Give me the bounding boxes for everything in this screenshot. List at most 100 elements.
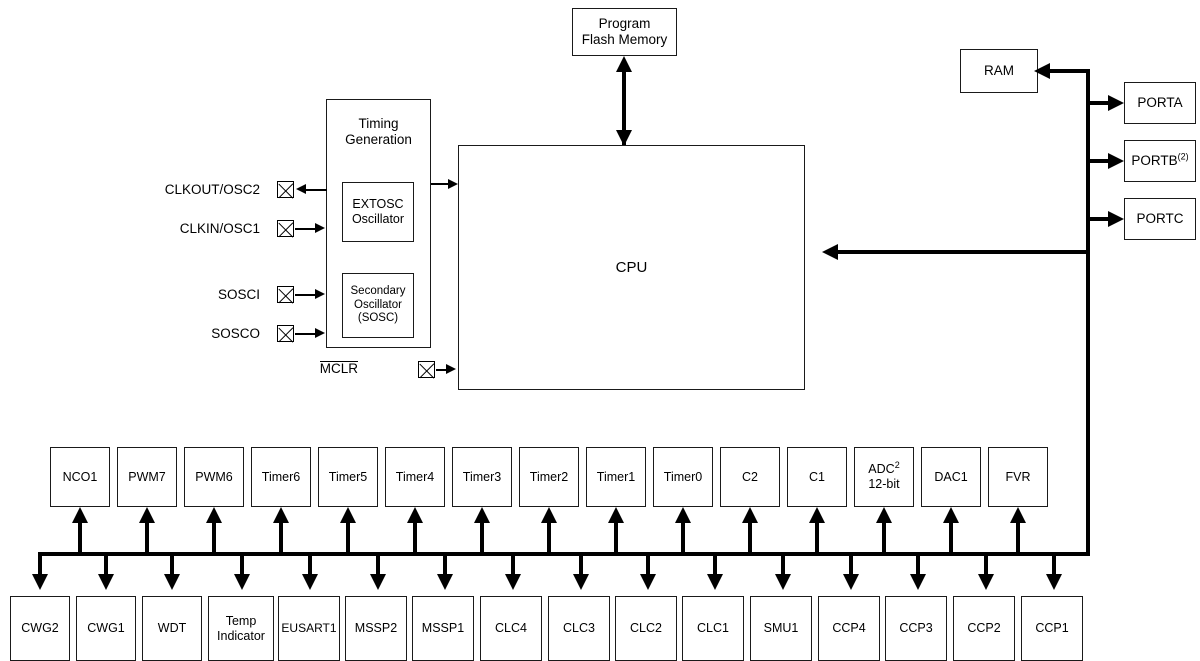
block-peripheral-clc4: CLC4	[480, 596, 542, 661]
peripheral-top-label: C2	[742, 469, 758, 484]
peripheral-top-label: Timer5	[328, 469, 368, 484]
block-peripheral-timer0: Timer0	[653, 447, 713, 507]
peripheral-top-label: Timer3	[462, 469, 502, 484]
peripheral-stem-bottom-11	[781, 552, 785, 576]
peripheral-stem-bottom-2	[170, 552, 174, 576]
peripheral-bottom-label: MSSP1	[421, 621, 465, 636]
peripheral-arrow-down-icon-7	[505, 574, 521, 590]
peripheral-arrow-down-icon-11	[775, 574, 791, 590]
block-peripheral-eusart1: EUSART1	[278, 596, 340, 661]
peripheral-top-label: Timer2	[529, 469, 569, 484]
sosc-label-line1: Secondary	[350, 285, 406, 298]
peripheral-arrow-down-icon-1	[98, 574, 114, 590]
block-cpu: CPU	[458, 145, 805, 390]
peripheral-stem-bottom-8	[579, 552, 583, 576]
peripheral-arrow-down-icon-9	[640, 574, 656, 590]
flash-cpu-bus	[622, 66, 626, 146]
bus-cpu-horizontal	[838, 250, 1088, 254]
peripheral-arrow-up-icon-14	[1010, 507, 1026, 523]
peripheral-arrow-up-icon-6	[474, 507, 490, 523]
block-peripheral-mssp2: MSSP2	[345, 596, 407, 661]
peripheral-stem-bottom-10	[713, 552, 717, 576]
portb-arrow-icon	[1108, 153, 1124, 169]
pin-pad-clkin-osc1	[277, 220, 294, 237]
peripheral-bottom-label: CCP4	[832, 621, 866, 636]
peripheral-top-label: DAC1	[934, 469, 968, 484]
peripheral-arrow-down-icon-4	[302, 574, 318, 590]
peripheral-stem-top-7	[547, 523, 551, 553]
sosco-arrow-icon	[315, 328, 325, 338]
sosc-label-line2: Oscillator	[354, 298, 402, 311]
peripheral-bottom-label: CLC2	[630, 621, 662, 636]
peripheral-bottom-label: CLC4	[495, 621, 527, 636]
peripheral-top-label: Timer1	[596, 469, 636, 484]
peripheral-stem-top-3	[279, 523, 283, 553]
block-peripheral-timer5: Timer5	[318, 447, 378, 507]
pin-pad-sosco	[277, 325, 294, 342]
mclr-line	[436, 369, 450, 371]
sosci-line	[295, 294, 317, 296]
clkin-line	[295, 228, 317, 230]
peripheral-arrow-up-icon-3	[273, 507, 289, 523]
peripheral-stem-top-6	[480, 523, 484, 553]
clkout-arrow-icon	[296, 184, 306, 194]
peripheral-top-label: Timer6	[261, 469, 301, 484]
peripheral-stem-top-2	[212, 523, 216, 553]
pin-label-clkout-osc2: CLKOUT/OSC2	[164, 182, 260, 197]
pin-label-mclr: MCLR	[290, 361, 358, 376]
peripheral-bottom-label: CCP2	[967, 621, 1001, 636]
pin-label-clkin-osc1: CLKIN/OSC1	[179, 221, 260, 236]
block-peripheral-clc2: CLC2	[615, 596, 677, 661]
block-extosc-oscillator: EXTOSC Oscillator	[342, 182, 414, 242]
peripheral-arrow-down-icon-3	[234, 574, 250, 590]
peripheral-bottom-label: CWG1	[87, 621, 125, 636]
peripheral-top-label: PWM6	[195, 469, 233, 484]
peripheral-stem-top-5	[413, 523, 417, 553]
peripheral-arrow-up-icon-12	[876, 507, 892, 523]
peripheral-stem-bottom-14	[984, 552, 988, 576]
peripheral-top-label: NCO1	[62, 469, 98, 484]
peripheral-arrow-down-icon-0	[32, 574, 48, 590]
pin-pad-sosci	[277, 286, 294, 303]
peripheral-arrow-up-icon-2	[206, 507, 222, 523]
block-portc: PORTC	[1124, 198, 1196, 240]
peripheral-bottom-label: WDT	[157, 621, 187, 636]
peripheral-bottom-label: CCP1	[1035, 621, 1069, 636]
timing-label-line1: Timing	[358, 116, 399, 131]
block-peripheral-clc3: CLC3	[548, 596, 610, 661]
block-program-flash-memory: Program Flash Memory	[572, 8, 677, 56]
mclr-label-text: MCLR	[319, 361, 358, 376]
sosc-label-line3: (SOSC)	[357, 312, 399, 325]
block-peripheral-ccp3: CCP3	[885, 596, 947, 661]
adc-note: 2	[894, 460, 900, 471]
peripheral-top-label: C1	[809, 469, 825, 484]
peripheral-arrow-down-icon-8	[573, 574, 589, 590]
peripheral-bottom-label: Temp	[225, 613, 257, 628]
peripheral-top-label: Timer4	[395, 469, 435, 484]
peripheral-stem-top-9	[681, 523, 685, 553]
peripheral-arrow-up-icon-8	[608, 507, 624, 523]
portc-arrow-icon	[1108, 211, 1124, 227]
block-peripheral-clc1: CLC1	[682, 596, 744, 661]
porta-label: PORTA	[1137, 95, 1183, 111]
peripheral-bottom-label: MSSP2	[354, 621, 398, 636]
peripheral-stem-top-10	[748, 523, 752, 553]
program-flash-label-line2: Flash Memory	[581, 32, 668, 47]
peripheral-stem-bottom-9	[646, 552, 650, 576]
block-peripheral-mssp1: MSSP1	[412, 596, 474, 661]
bus-cpu-arrow-icon	[822, 244, 838, 260]
peripheral-arrow-up-icon-13	[943, 507, 959, 523]
block-peripheral-cwg2: CWG2	[10, 596, 70, 661]
peripheral-stem-top-0	[78, 523, 82, 553]
block-peripheral-temp-indicator: Temp Indicator	[208, 596, 274, 661]
ram-arrow-icon	[1034, 63, 1050, 79]
peripheral-arrow-down-icon-6	[437, 574, 453, 590]
block-peripheral-fvr: FVR	[988, 447, 1048, 507]
peripheral-arrow-down-icon-15	[1046, 574, 1062, 590]
ram-label: RAM	[984, 63, 1014, 79]
peripheral-arrow-down-icon-12	[843, 574, 859, 590]
block-peripheral-ccp4: CCP4	[818, 596, 880, 661]
peripheral-stem-bottom-5	[376, 552, 380, 576]
peripheral-top-label: PWM7	[128, 469, 166, 484]
